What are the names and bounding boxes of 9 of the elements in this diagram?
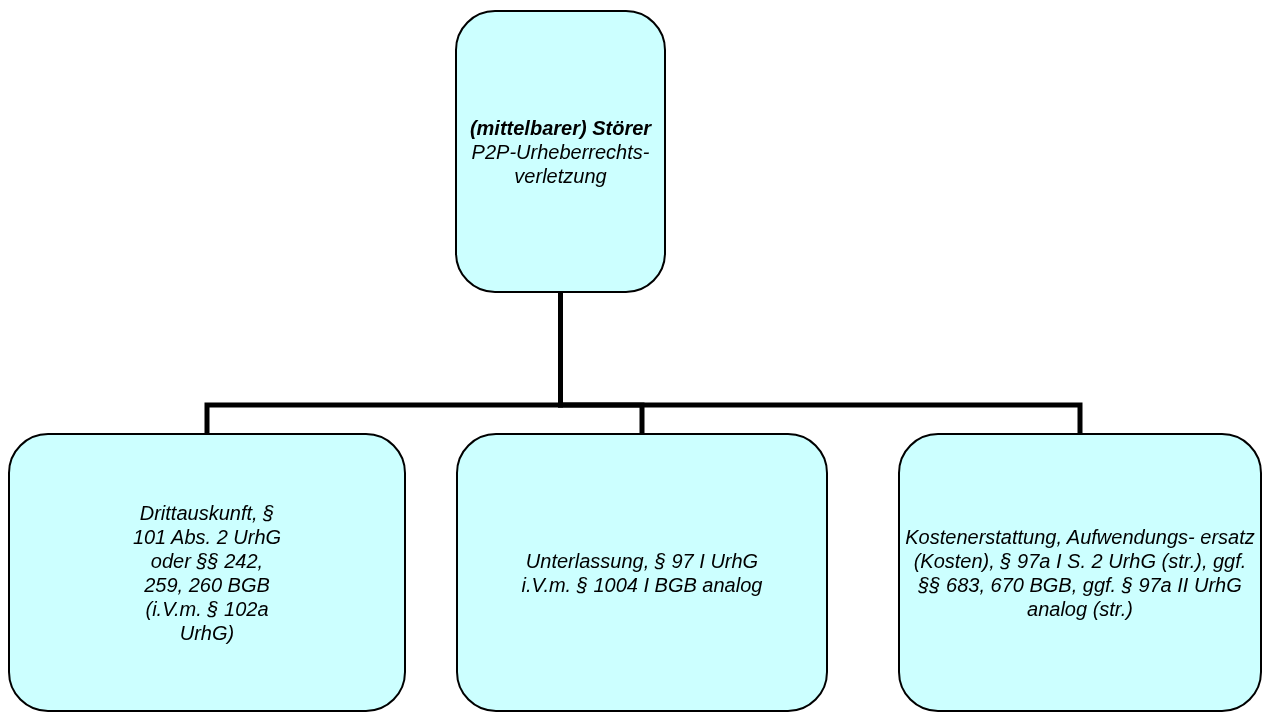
rounded-box (455, 10, 666, 293)
rounded-box (8, 433, 406, 712)
box-text: Unterlassung, § 97 I UrhG i.V.m. § 1004 I BGB analog (520, 548, 764, 597)
rounded-box (898, 433, 1262, 712)
rounded-box (456, 433, 828, 712)
box-text: P2P-Urheberrechts- verletzung (470, 139, 651, 188)
box-text: Kostenerstattung, Aufwendungs- ersatz (Kosten), § 97a I S. 2 UrhG (str.), ggf. §§ 683, 670 BGB, ggf. § 97a II UrhG analog (str.) (905, 524, 1255, 621)
box-heading: (mittelbarer) Störer (469, 115, 652, 140)
box-text: Drittauskunft, § 101 Abs. 2 UrhG oder §§ 242, 259, 260 BGB (i.V.m. § 102a UrhG) (132, 500, 282, 645)
